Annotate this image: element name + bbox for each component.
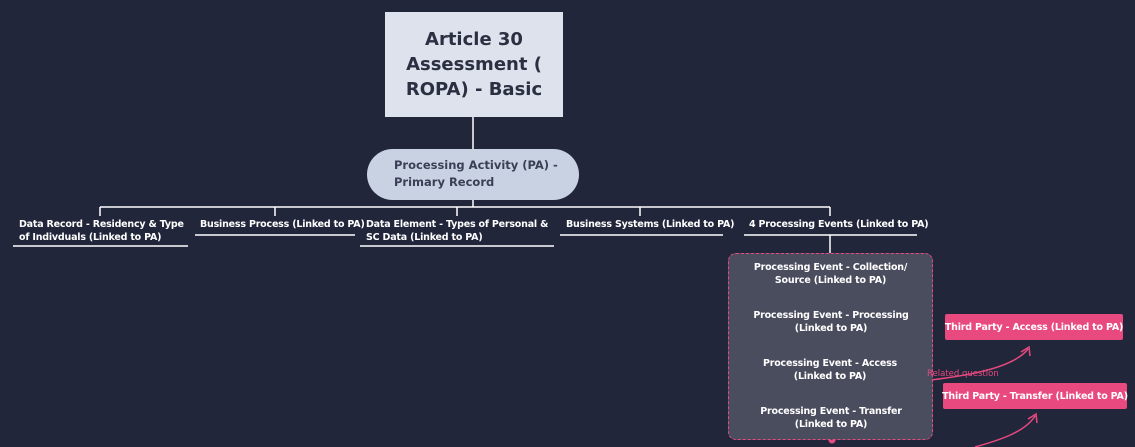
relationship-label[interactable]: Related question xyxy=(927,369,999,379)
relationship-curve-transfer xyxy=(974,415,1036,447)
subtopic-business-systems[interactable]: Business Systems (Linked to PA) xyxy=(566,219,735,230)
event-access[interactable]: Processing Event - Access (Linked to PA) xyxy=(762,358,898,382)
relationship-arrowhead-access xyxy=(1020,345,1031,357)
subtopic-business-process[interactable]: Business Process (Linked to PA) xyxy=(200,219,365,230)
third-party-access[interactable]: Third Party - Access (Linked to PA) xyxy=(945,314,1123,340)
subtopic-processing-events[interactable]: 4 Processing Events (Linked to PA) xyxy=(749,219,929,230)
event-transfer[interactable]: Processing Event - Transfer (Linked to P… xyxy=(760,406,902,430)
root-topic[interactable]: Article 30 Assessment ( ROPA) - Basic xyxy=(385,12,563,117)
processing-events-boundary[interactable] xyxy=(728,253,933,440)
root-topic-title: Article 30 Assessment ( ROPA) - Basic xyxy=(405,29,543,100)
subtopic-data-element[interactable]: Data Element - Types of Personal & SC Da… xyxy=(366,219,549,243)
relationship-arrowhead-transfer xyxy=(1027,412,1038,424)
event-collection-source[interactable]: Processing Event - Collection/ Source (L… xyxy=(753,262,908,286)
third-party-transfer[interactable]: Third Party - Transfer (Linked to PA) xyxy=(942,383,1128,409)
primary-topic-label: Processing Activity (PA) - Primary Recor… xyxy=(394,158,558,189)
subtopic-data-record[interactable]: Data Record - Residency & Type of Indivd… xyxy=(19,219,184,243)
event-processing[interactable]: Processing Event - Processing (Linked to… xyxy=(753,310,909,334)
primary-topic[interactable]: Processing Activity (PA) - Primary Recor… xyxy=(367,149,579,200)
